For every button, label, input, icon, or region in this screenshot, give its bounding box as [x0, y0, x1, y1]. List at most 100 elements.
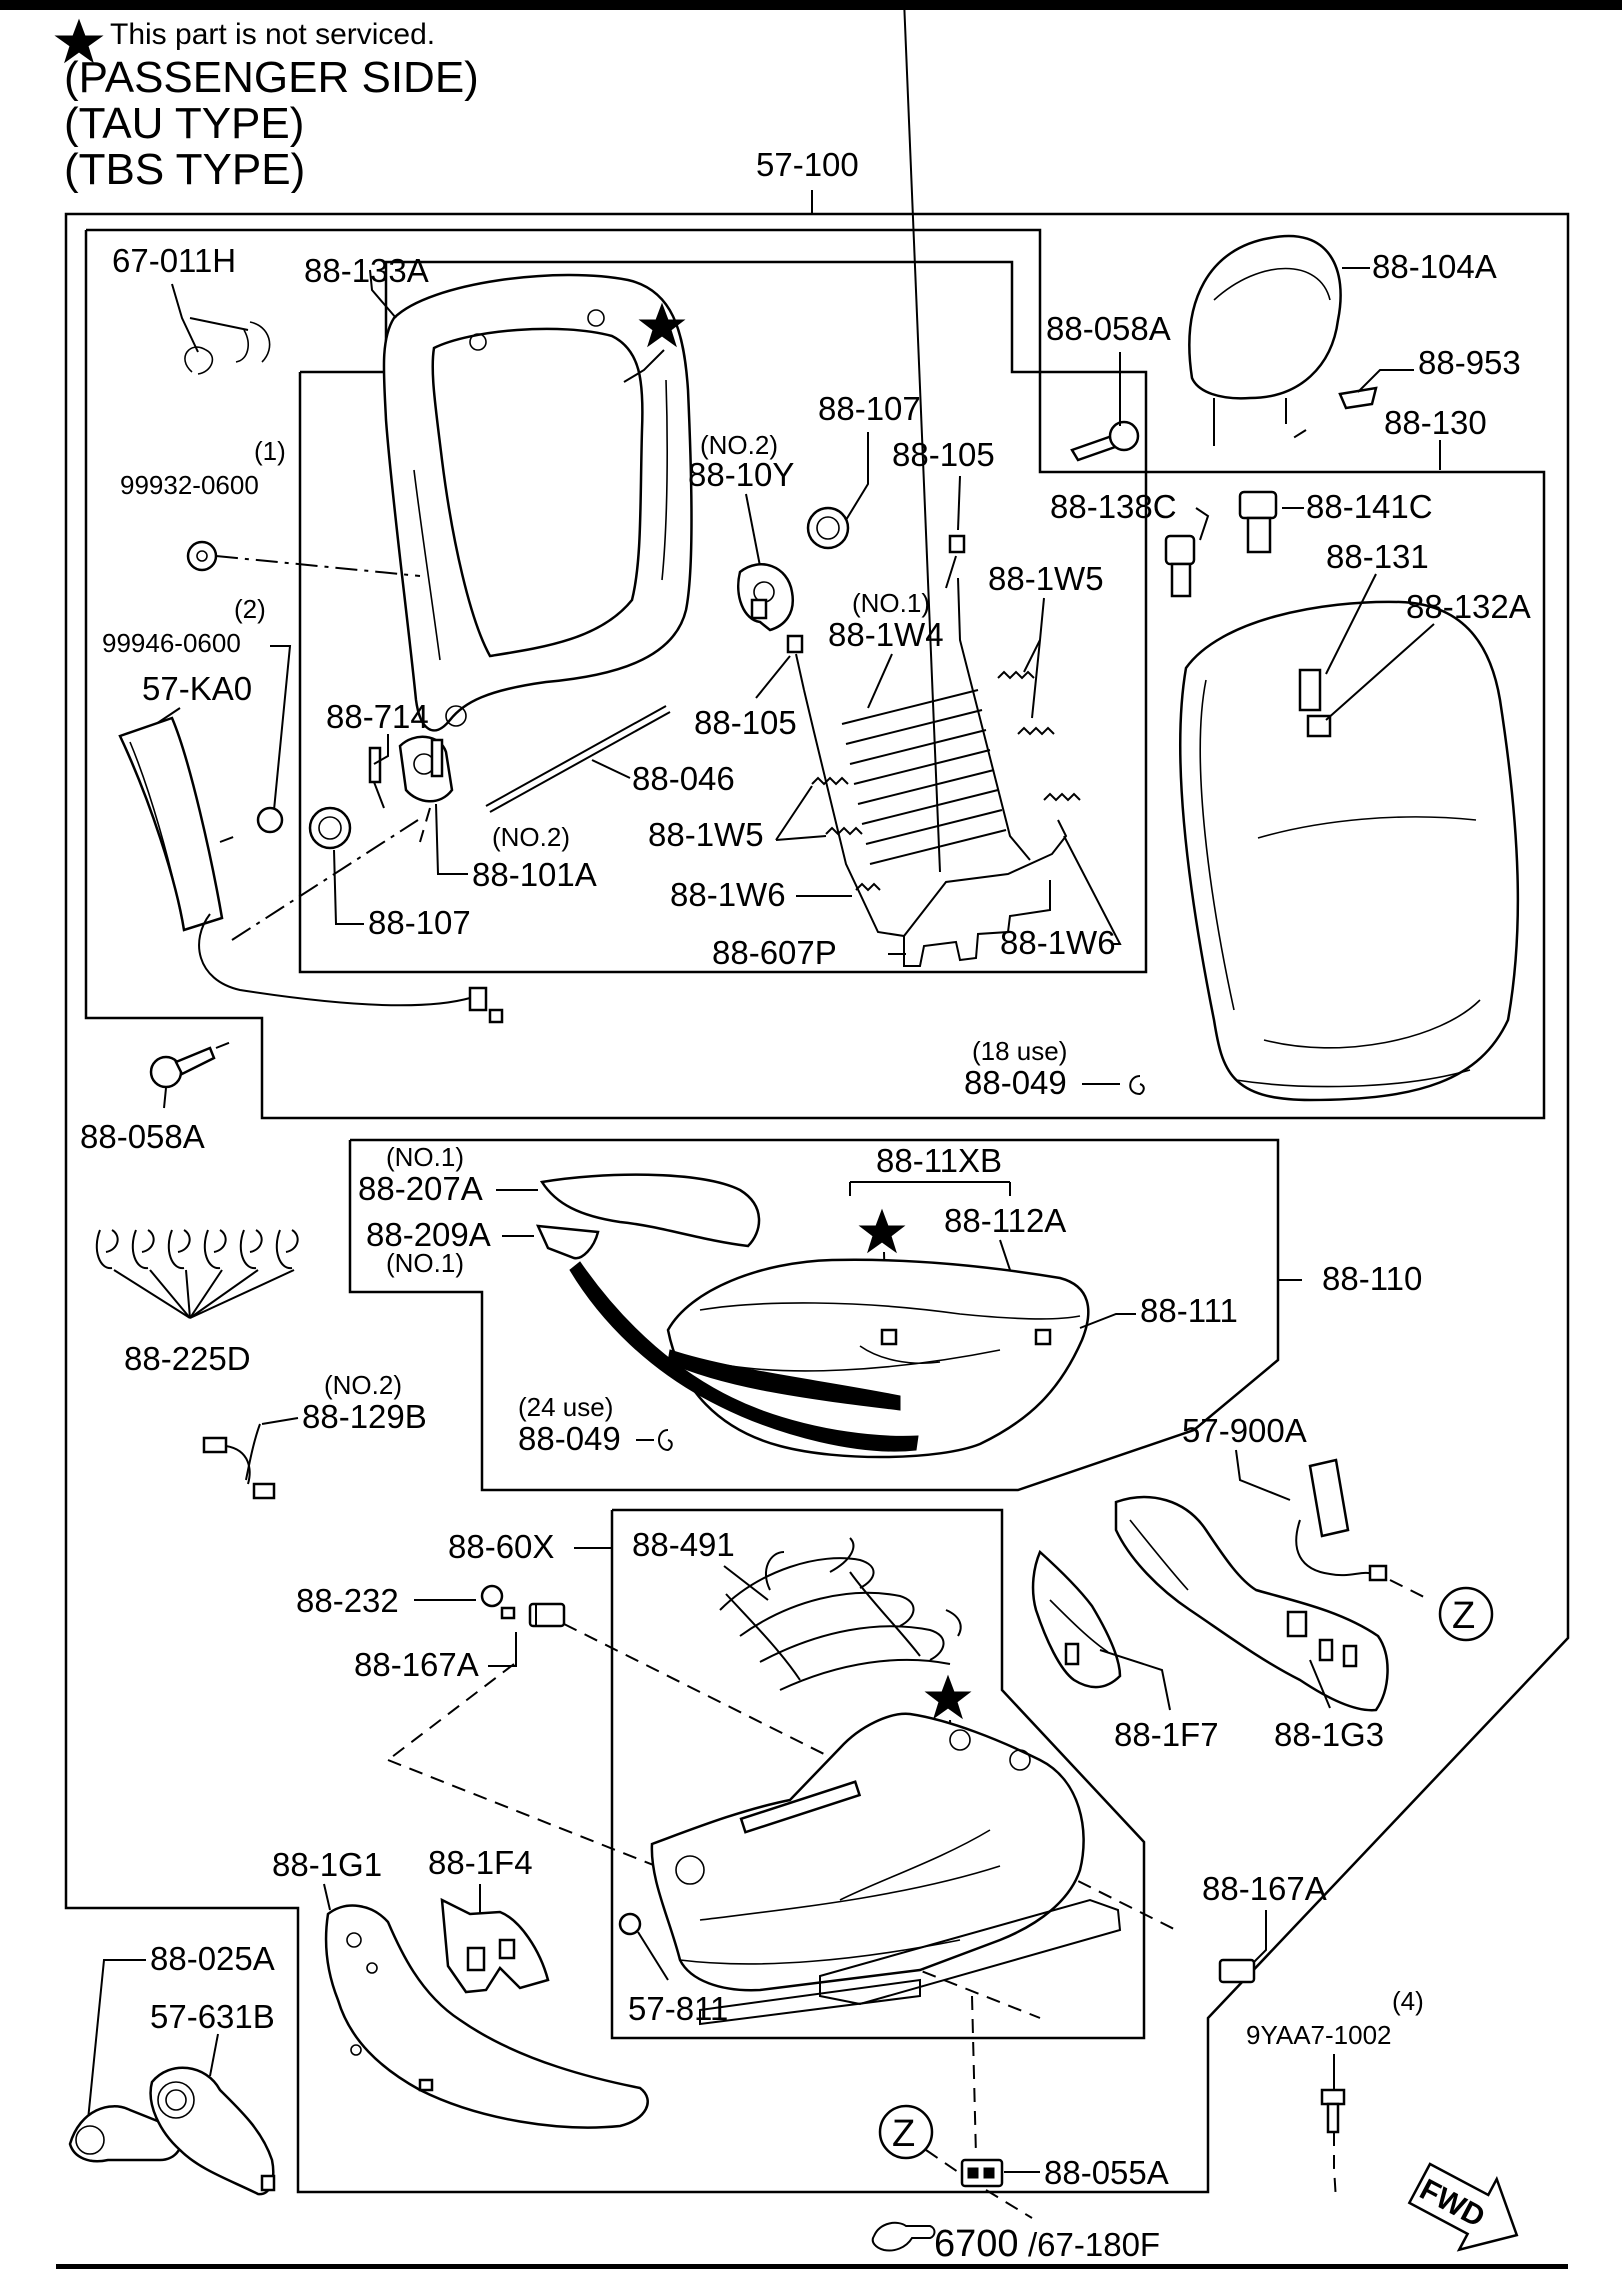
label-67-011H: 67-011H — [112, 242, 236, 279]
assembly-outline-57-100 — [64, 212, 1570, 2194]
star-icon — [924, 1674, 972, 1720]
label-no1-c: (NO.1) — [386, 1248, 464, 1278]
label-9YAA7-1002: 9YAA7-1002 — [1246, 2020, 1392, 2050]
connector-88-055A — [960, 2158, 1004, 2188]
clip-icon — [1338, 386, 1378, 410]
coil-spring — [997, 670, 1081, 802]
shield-88-1G1 — [324, 1904, 649, 2129]
nut-57-811 — [618, 1912, 642, 1936]
label-88-1F4: 88-1F4 — [428, 1844, 533, 1881]
hog-ring-icon — [658, 1429, 673, 1452]
cover-88-167A-bot — [1218, 1958, 1256, 1984]
label-88-112A: 88-112A — [944, 1202, 1066, 1239]
pad-88-209A — [535, 1224, 600, 1260]
label-88-025A: 88-025A — [150, 1940, 275, 1977]
label-88-046: 88-046 — [632, 760, 735, 797]
label-57-811: 57-811 — [628, 1990, 728, 2027]
label-88-111: 88-111 — [1140, 1292, 1238, 1329]
hook-leaders — [113, 1269, 295, 1319]
guide-138C — [1164, 534, 1196, 598]
header-line-2: (TAU TYPE) — [64, 99, 304, 148]
hog-ring-icon — [1129, 1075, 1145, 1096]
label-88-107-bot: 88-107 — [368, 904, 471, 941]
label-q2: (2) — [234, 594, 266, 624]
label-88-141C: 88-141C — [1306, 488, 1433, 525]
label-88-607P: 88-607P — [712, 934, 837, 971]
label-no2-c: (NO.2) — [324, 1370, 402, 1400]
header-line-3: (TBS TYPE) — [64, 145, 305, 194]
lower-frame-box — [610, 1508, 1146, 2040]
star-icon — [54, 18, 104, 64]
seat-frame — [650, 1712, 1122, 2026]
label-88-104A: 88-104A — [1372, 248, 1497, 285]
bracket-88-607P — [903, 880, 1051, 967]
spring-88-107-bottom — [308, 806, 352, 850]
backrest-frame-box — [84, 228, 1546, 1120]
seat-cushion — [666, 1258, 1090, 1459]
label-57-631B: 57-631B — [150, 1998, 275, 2035]
label-88-105-top: 88-105 — [892, 436, 995, 473]
label-88-209A: 88-209A — [366, 1216, 491, 1253]
rod-88-046 — [485, 705, 667, 807]
bushing-88-105-mid — [786, 634, 804, 654]
label-88-105-mid: 88-105 — [694, 704, 797, 741]
label-88-110: 88-110 — [1322, 1260, 1422, 1297]
backrest-cover — [1179, 600, 1520, 1102]
label-88-1G1: 88-1G1 — [272, 1846, 382, 1883]
label-88-138C: 88-138C — [1050, 488, 1177, 525]
star-icon — [858, 1208, 906, 1254]
pointing-hand-icon — [871, 2221, 936, 2252]
label-88-167A-bot: 88-167A — [1202, 1870, 1327, 1907]
label-18-use: (18 use) — [972, 1036, 1067, 1066]
cushion-pad-edge — [569, 1261, 919, 1452]
label-24-use: (24 use) — [518, 1392, 613, 1422]
seat-springs-88-491 — [719, 1537, 962, 1691]
label-no1-a: (NO.1) — [852, 588, 930, 618]
label-88-130: 88-130 — [1384, 404, 1487, 441]
hooks-88-225D — [95, 1229, 299, 1270]
label-88-1W6-mid: 88-1W6 — [670, 876, 786, 913]
label-88-058A-bot: 88-058A — [80, 1118, 205, 1155]
zone-z-label: Z — [1452, 1595, 1475, 1637]
label-88-232: 88-232 — [296, 1582, 399, 1619]
cover-88-167A-top — [528, 1602, 566, 1628]
reference-sub[interactable]: /67-180F — [1028, 2226, 1160, 2263]
spring-mat-1W4 — [803, 0, 1068, 938]
label-88-714: 88-714 — [326, 698, 429, 735]
label-88-133A: 88-133A — [304, 252, 429, 289]
zone-z-marker — [1438, 1586, 1494, 1642]
recliner-10Y — [737, 563, 795, 632]
label-no1-b: (NO.1) — [386, 1142, 464, 1172]
bolt-icon — [149, 1046, 216, 1089]
reference-main[interactable]: 6700 — [934, 2223, 1019, 2265]
label-88-129B: 88-129B — [302, 1398, 427, 1435]
zone-z-marker-bottom — [878, 2104, 934, 2160]
label-88-60X: 88-60X — [448, 1528, 554, 1565]
nut-icon — [256, 806, 284, 834]
label-88-049-bot: 88-049 — [518, 1420, 621, 1457]
label-no2-a: (NO.2) — [700, 430, 778, 460]
label-88-1W6-right: 88-1W6 — [1000, 924, 1116, 961]
label-no2-b: (NO.2) — [492, 822, 570, 852]
bolt-icon — [1070, 420, 1140, 462]
zone-z-label-bottom: Z — [892, 2113, 915, 2155]
label-99932-0600: 99932-0600 — [120, 470, 259, 500]
label-88-107-top: 88-107 — [818, 390, 921, 427]
label-99946-0600: 99946-0600 — [102, 628, 241, 658]
cushion-box — [348, 1138, 1280, 1492]
top-rule — [0, 0, 1622, 10]
nut-icon — [186, 540, 218, 572]
label-q4: (4) — [1392, 1986, 1424, 2016]
trim-88-1F7 — [1031, 1549, 1122, 1689]
label-88-055A: 88-055A — [1044, 2154, 1169, 2191]
clip-67-011H — [184, 321, 271, 375]
reference-pointer[interactable]: 6700 /67-180F — [871, 2221, 1160, 2265]
shield-88-1G3 — [1114, 1495, 1389, 1712]
label-88-1W5-mid: 88-1W5 — [648, 816, 764, 853]
label-88-953: 88-953 — [1418, 344, 1521, 381]
label-q1: (1) — [254, 436, 286, 466]
label-88-049-top: 88-049 — [964, 1064, 1067, 1101]
label-88-101A: 88-101A — [472, 856, 597, 893]
bracket-88-1F4 — [440, 1897, 550, 1994]
